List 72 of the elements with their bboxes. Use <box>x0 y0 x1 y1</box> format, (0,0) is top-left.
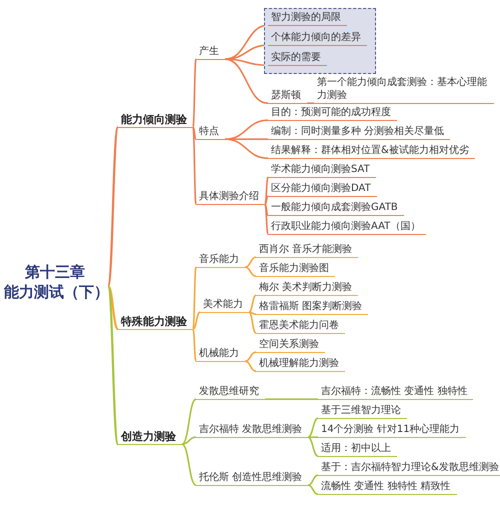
subtopic: 发散思维研究 <box>196 385 265 400</box>
branch-line <box>244 256 256 268</box>
subtopic: 西肖尔 音乐才能测验 <box>256 243 358 258</box>
subtopic: 智力测验的局限 <box>268 10 347 26</box>
subtopic: 14个分测验 针对11种心理能力 <box>318 423 466 438</box>
branch-line <box>264 204 269 234</box>
branch-line <box>264 204 269 216</box>
branch-line <box>248 312 256 334</box>
subtopic: 美术能力 <box>200 298 249 313</box>
branch-line <box>244 360 256 372</box>
branch-line <box>264 196 269 205</box>
subtopic: 目的：预测可能的成功程度 <box>268 106 397 121</box>
subtopic: 学术能力倾向测验SAT <box>268 163 376 178</box>
subtopic: 空间关系测验 <box>256 338 325 353</box>
subtopic: 第一个能力倾向成套测验：基本心理能力测验 <box>314 76 494 104</box>
boundary-box <box>264 8 376 74</box>
subtopic: 个体能力倾向的差异 <box>268 30 367 46</box>
branch-line <box>307 102 314 104</box>
subtopic: 格雷福斯 图案判断测验 <box>256 300 368 315</box>
subtopic: 特点 <box>196 125 225 140</box>
branch-line <box>244 351 256 362</box>
branch-line <box>106 286 120 445</box>
branch-line <box>182 436 196 445</box>
branch-line <box>248 294 256 313</box>
branch-line <box>265 398 318 400</box>
subtopic: 霍恩美术能力问卷 <box>256 319 345 334</box>
branch-line <box>264 176 269 204</box>
branch-line <box>308 436 318 457</box>
subtopic: 适用：初中以上 <box>318 442 397 457</box>
branch-line <box>107 285 119 330</box>
branch-topic: 能力倾向测验 <box>118 113 193 128</box>
branch-line <box>248 311 256 315</box>
subtopic: 梅尔 美术判断力测验 <box>256 281 358 296</box>
subtopic: 实际的需要 <box>268 50 327 66</box>
branch-line <box>224 138 268 159</box>
subtopic: 产生 <box>196 45 225 60</box>
branch-line <box>192 126 197 140</box>
subtopic: 机械理解能力测验 <box>256 357 345 372</box>
branch-line <box>192 59 197 128</box>
branch-topic: 创造力测验 <box>118 430 182 445</box>
branch-line <box>182 443 196 486</box>
branch-line <box>192 312 200 330</box>
branch-line <box>244 266 256 277</box>
subtopic: 编制：同时测量多种 分测验相关尽量低 <box>268 125 450 140</box>
subtopic: 一般能力倾向成套测验GATB <box>268 201 404 216</box>
subtopic: 瑟斯顿 <box>268 89 307 104</box>
branch-line <box>224 58 268 104</box>
central-topic-line: 第十三章 <box>24 262 86 282</box>
subtopic: 音乐能力 <box>196 253 245 268</box>
subtopic: 基于：吉尔福特智力理论&发散思维测验 <box>318 461 500 476</box>
subtopic: 行政职业能力倾向测验AAT（国） <box>268 220 426 235</box>
branch-line <box>308 436 318 438</box>
branch-topic: 特殊能力测验 <box>118 315 193 330</box>
subtopic: 结果解释：群体相对位置&被试能力相对优劣 <box>268 144 475 159</box>
subtopic: 基于三维智力理论 <box>318 404 407 419</box>
branch-line <box>192 267 197 330</box>
branch-line <box>106 126 120 286</box>
subtopic: 托伦斯 创造性思维测验 <box>196 471 308 486</box>
subtopic: 吉尔福特 发散思维测验 <box>196 423 308 438</box>
branch-line <box>192 328 197 362</box>
branch-line <box>308 484 318 495</box>
branch-line <box>308 417 318 438</box>
subtopic: 吉尔福特：流畅性 变通性 独特性 <box>318 385 474 400</box>
subtopic: 音乐能力测验图 <box>256 262 335 277</box>
branch-line <box>182 398 196 445</box>
subtopic: 流畅性 变通性 独特性 精致性 <box>318 480 457 495</box>
branch-line <box>308 474 318 486</box>
subtopic: 机械能力 <box>196 347 245 362</box>
branch-line <box>192 127 197 204</box>
subtopic: 区分能力倾向测验DAT <box>268 182 377 197</box>
subtopic: 具体测验介绍 <box>196 190 265 205</box>
central-topic-line: 能力测试（下） <box>4 282 106 302</box>
